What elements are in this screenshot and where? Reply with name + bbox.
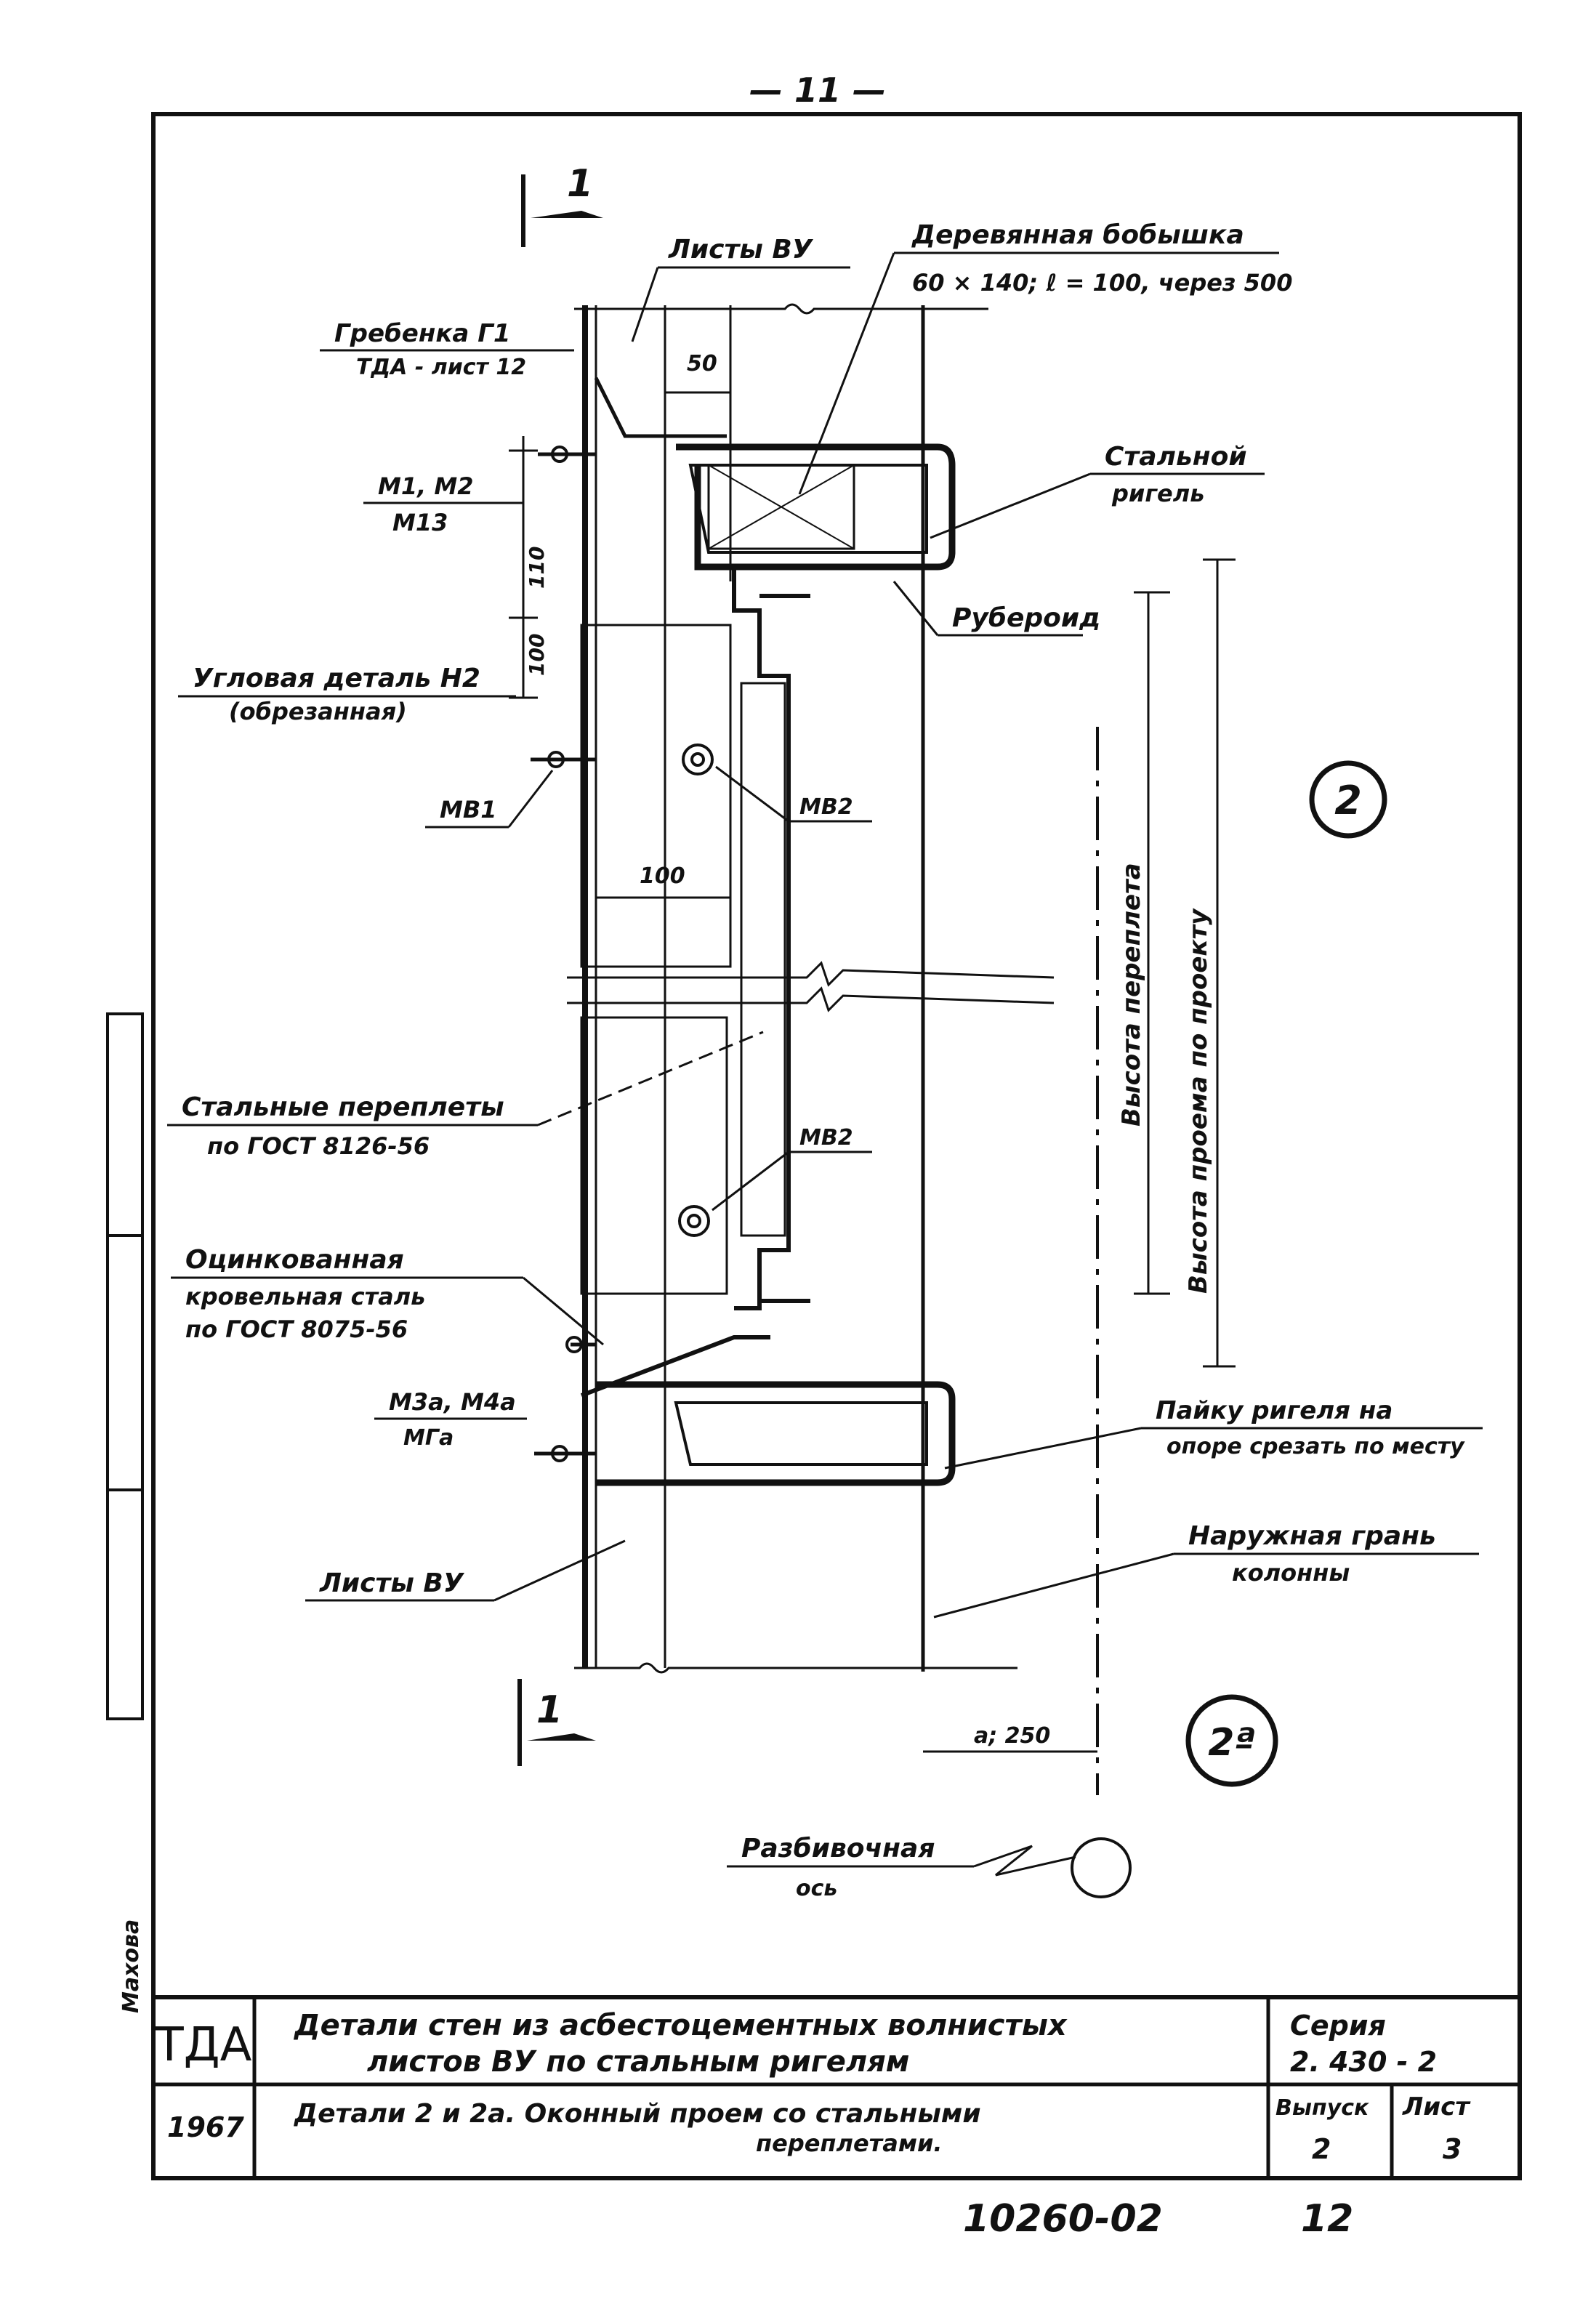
side-signature: Махова [118,1919,144,2013]
svg-text:М13: М13 [392,509,448,536]
wall-section [531,303,1099,1795]
height-dimensions [509,391,1236,1753]
svg-text:Высота проема по проекту: Высота проема по проекту [1184,908,1213,1294]
svg-text:2ª: 2ª [1208,1721,1256,1765]
svg-text:ригель: ригель [1111,480,1204,507]
svg-text:Высота переплета: Высота переплета [1117,863,1146,1127]
sheet-subtitle-line1: Детали 2 и 2а. Оконный проем со стальным… [294,2099,981,2129]
sheet-title-line1: Детали стен из асбестоцементных волнисты… [293,2009,1068,2042]
svg-text:1: 1 [536,1688,563,1732]
section-mark-bottom: 1 [517,1679,596,1766]
svg-text:Листы ВУ: Листы ВУ [319,1568,465,1598]
svg-text:110: 110 [525,547,549,589]
detail-circle-2 [1309,760,1387,839]
svg-text:(обрезанная): (обрезанная) [229,698,407,725]
sheet-label: Лист [1402,2092,1471,2121]
svg-text:колонны: колонны [1232,1559,1350,1587]
svg-text:МВ1: МВ1 [440,796,497,823]
svg-text:опоре срезать по месту: опоре срезать по месту [1166,1434,1465,1459]
issue-label: Выпуск [1275,2095,1369,2121]
detail-circle-2a [1185,1694,1278,1787]
annotations: Листы ВУ Деревянная бобышка 60 × 140; ℓ … [167,220,1483,1901]
page-number: — 11 — [749,70,886,110]
svg-text:100: 100 [525,634,549,676]
svg-text:а; 250: а; 250 [974,1723,1050,1749]
svg-text:Стальной: Стальной [1105,442,1247,472]
svg-text:60 × 140; ℓ = 100, через 500: 60 × 140; ℓ = 100, через 500 [912,269,1292,297]
archive-number: 10260-02 [963,2197,1163,2241]
svg-text:ось: ось [796,1876,837,1901]
svg-text:Угловая деталь Н2: Угловая деталь Н2 [193,664,480,693]
svg-text:Гребенка Г1: Гребенка Г1 [334,319,511,348]
grid-axis-circle [1071,1837,1132,1898]
org-code: ТДА [155,2018,252,2072]
sheet-subtitle-line2: переплетами. [756,2129,943,2157]
svg-text:50: 50 [687,351,717,376]
svg-text:М3а, М4а: М3а, М4а [389,1388,516,1416]
svg-text:Пайку ригеля на: Пайку ригеля на [1156,1396,1393,1425]
svg-text:ТДА - лист 12: ТДА - лист 12 [356,355,526,380]
svg-text:МВ2: МВ2 [799,1125,853,1151]
svg-text:1: 1 [567,162,593,206]
svg-text:по ГОСТ 8075-56: по ГОСТ 8075-56 [185,1315,408,1343]
svg-text:М1, М2: М1, М2 [378,472,474,500]
issue-value: 2 [1312,2133,1331,2165]
svg-text:Листы ВУ: Листы ВУ [668,235,814,265]
sheet-title-line2: листов ВУ по стальным ригелям [367,2045,910,2079]
archive-page: 12 [1301,2197,1353,2241]
year: 1967 [167,2111,244,2143]
svg-text:2: 2 [1334,778,1362,823]
drawing-frame [151,112,1522,2180]
svg-text:Стальные переплеты: Стальные переплеты [182,1092,504,1122]
svg-text:Оцинкованная: Оцинкованная [185,1245,404,1275]
svg-text:Деревянная бобышка: Деревянная бобышка [911,220,1244,250]
binding-strip [106,1012,144,1720]
series-value: 2. 430 - 2 [1290,2046,1437,2078]
svg-text:МГа: МГа [403,1425,454,1451]
svg-text:Разбивочная: Разбивочная [741,1834,935,1863]
series-label: Серия [1290,2010,1386,2042]
section-mark-top: 1 [521,162,603,247]
svg-text:Рубероид: Рубероид [952,603,1100,633]
svg-text:МВ2: МВ2 [799,794,853,820]
svg-text:кровельная сталь: кровельная сталь [185,1283,425,1310]
title-block: ТДА Детали стен из асбестоцементных волн… [153,1995,1520,2178]
svg-text:Наружная грань: Наружная грань [1188,1521,1436,1551]
svg-text:по ГОСТ 8126-56: по ГОСТ 8126-56 [207,1132,430,1160]
sheet-value: 3 [1443,2133,1462,2165]
svg-text:100: 100 [640,863,685,889]
